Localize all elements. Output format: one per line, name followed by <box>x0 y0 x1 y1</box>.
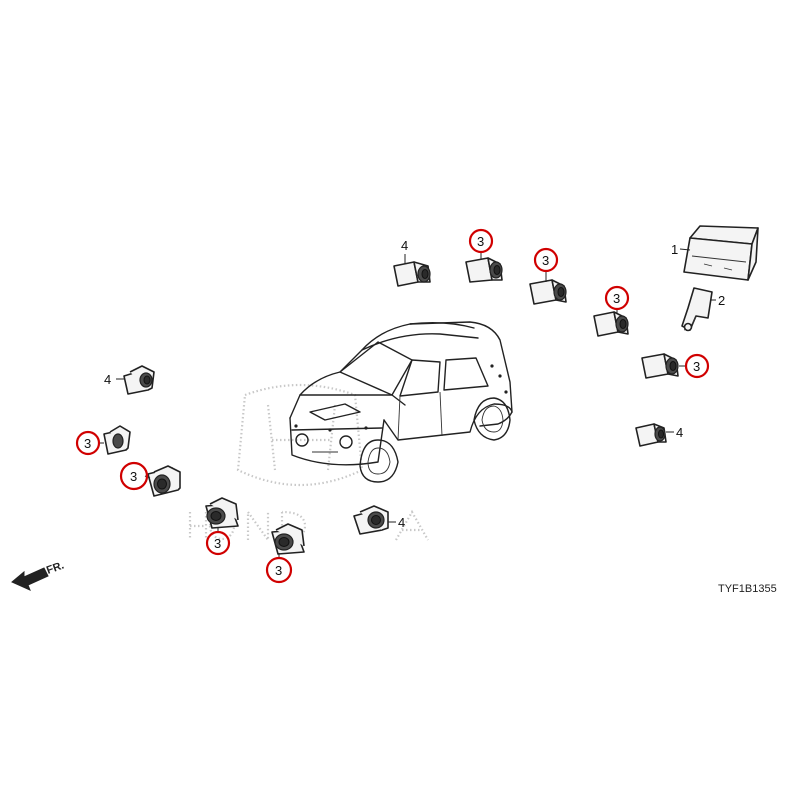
callout-ring-3-top <box>468 228 494 254</box>
callout-4-left: 4 <box>104 372 111 387</box>
parking-sensor-3-upper-right-1[interactable] <box>529 279 567 305</box>
parking-sensor-3-bottom-left[interactable] <box>205 497 239 529</box>
callout-3-top: 3 <box>477 234 484 249</box>
parking-sensor-3-top[interactable] <box>465 257 503 283</box>
direction-label: FR. <box>45 559 66 576</box>
brand-watermark <box>188 383 429 544</box>
bracket[interactable] <box>681 287 713 332</box>
callout-ring-3-bottom-center <box>265 556 293 584</box>
callout-2: 2 <box>718 293 725 308</box>
callout-3-right: 3 <box>693 359 700 374</box>
callout-ring-3-left-2 <box>119 461 149 491</box>
parking-sensor-3-right[interactable] <box>641 353 679 379</box>
diagram-code: TYF1B1355 <box>718 583 777 595</box>
callout-ring-3-right <box>684 353 710 379</box>
parking-sensor-3-left-2[interactable] <box>147 465 181 497</box>
front-direction-indicator: FR. <box>11 559 66 591</box>
vehicle-outline <box>289 321 513 483</box>
callout-ring-3-upper-right-1 <box>533 247 559 273</box>
callout-3-bottom-center: 3 <box>275 563 282 578</box>
callout-3-left-2: 3 <box>130 469 137 484</box>
callout-3-bottom-left: 3 <box>214 536 221 551</box>
parking-sensor-3-left-1[interactable] <box>103 425 131 455</box>
leader-line-1 <box>679 248 691 251</box>
parking-sensor-4-bottom[interactable] <box>353 505 389 535</box>
callout-ring-3-left-1 <box>75 430 101 456</box>
callout-3-left-1: 3 <box>84 436 91 451</box>
parking-sensor-4-left[interactable] <box>123 365 155 395</box>
callout-4-top: 4 <box>401 238 408 253</box>
callout-ring-3-bottom-left <box>205 530 231 556</box>
parking-sensor-4-top[interactable] <box>393 261 431 287</box>
callout-4-bottom: 4 <box>398 515 405 530</box>
control-unit[interactable] <box>683 225 759 281</box>
front-arrow-icon <box>11 567 49 591</box>
callout-ring-3-upper-right-2 <box>604 285 630 311</box>
callout-3-upper-right-1: 3 <box>542 253 549 268</box>
parking-sensor-3-bottom-center[interactable] <box>271 523 305 555</box>
callout-4-right: 4 <box>676 425 683 440</box>
callout-3-upper-right-2: 3 <box>613 291 620 306</box>
callout-1: 1 <box>671 242 678 257</box>
parking-sensor-4-right[interactable] <box>635 423 667 447</box>
parking-sensor-3-upper-right-2[interactable] <box>593 311 629 337</box>
